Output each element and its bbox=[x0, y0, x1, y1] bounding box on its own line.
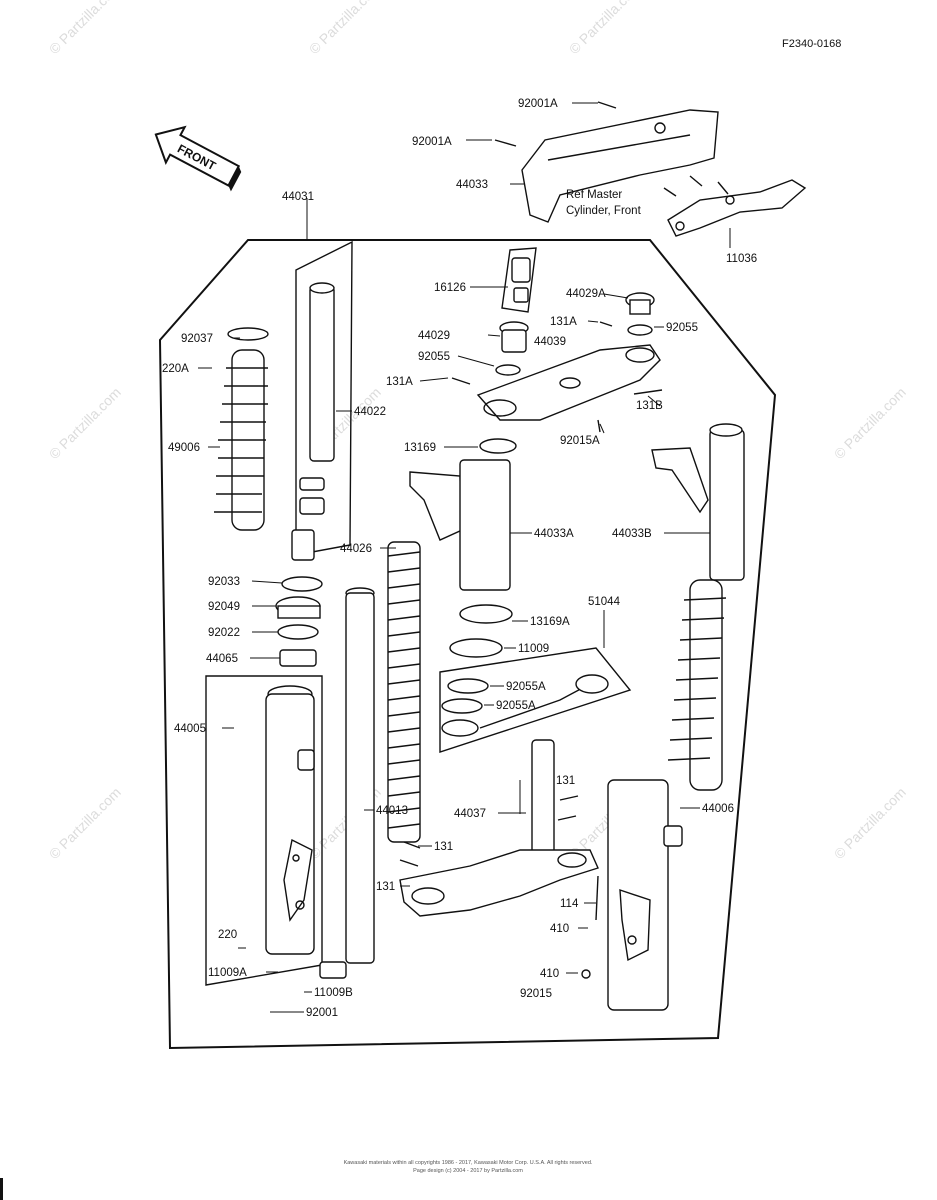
label-92001A: 92001A bbox=[412, 136, 452, 148]
label-92049: 92049 bbox=[208, 601, 240, 613]
footer-page-design: Page design (c) 2004 - 2017 by Partzilla… bbox=[413, 1168, 523, 1174]
label-92055: 92055 bbox=[666, 322, 698, 334]
label-92022: 92022 bbox=[208, 627, 240, 639]
watermark: © Partzilla.com bbox=[566, 0, 644, 57]
label-92015: 92015 bbox=[520, 988, 552, 1000]
label-410: 410 bbox=[540, 968, 559, 980]
label-44037: 44037 bbox=[454, 808, 486, 820]
label-131: 131 bbox=[376, 881, 395, 893]
label-92001A: 92001A bbox=[518, 98, 558, 110]
watermark: © Partzilla.com bbox=[46, 384, 124, 462]
stem-nut-box bbox=[501, 247, 537, 313]
edge-mark bbox=[0, 1178, 3, 1200]
label-44033A: 44033A bbox=[534, 528, 574, 540]
label-92015A: 92015A bbox=[560, 435, 600, 447]
label-44029: 44029 bbox=[418, 330, 450, 342]
assembly-outline bbox=[158, 239, 777, 1050]
label-44031: 44031 bbox=[282, 191, 314, 203]
label-131A: 131A bbox=[386, 376, 413, 388]
label-16126: 16126 bbox=[434, 282, 466, 294]
watermark: © Partzilla.com bbox=[831, 784, 909, 862]
label-11009: 11009 bbox=[518, 643, 549, 655]
label-44026: 44026 bbox=[340, 543, 372, 555]
label-131B: 131B bbox=[636, 400, 663, 412]
label-44033B: 44033B bbox=[612, 528, 652, 540]
label-92033: 92033 bbox=[208, 576, 240, 588]
fork-spring bbox=[387, 541, 421, 843]
label-44006: 44006 bbox=[702, 803, 734, 815]
label-131: 131 bbox=[556, 775, 575, 787]
label-44039: 44039 bbox=[534, 336, 566, 348]
upper-fork-clamp bbox=[451, 292, 663, 433]
label-11009B: 11009B bbox=[314, 987, 353, 999]
steering-stem bbox=[399, 739, 599, 921]
label-49006: 49006 bbox=[168, 442, 200, 454]
label-51044: 51044 bbox=[588, 596, 621, 608]
label-114: 114 bbox=[560, 898, 579, 910]
watermark: © Partzilla.com bbox=[831, 384, 909, 462]
label-13169: 13169 bbox=[404, 442, 436, 454]
damper-rod bbox=[319, 587, 375, 979]
watermark: © Partzilla.com bbox=[46, 784, 124, 862]
label-92037: 92037 bbox=[181, 333, 213, 345]
label-44005: 44005 bbox=[174, 723, 206, 735]
brake-hose-box bbox=[439, 647, 632, 753]
label-44029A: 44029A bbox=[566, 288, 606, 300]
handlebar-holder bbox=[494, 101, 719, 223]
label-131: 131 bbox=[434, 841, 453, 853]
diagram-code: F2340-0168 bbox=[782, 38, 841, 50]
seal-stack bbox=[275, 576, 323, 667]
label-410: 410 bbox=[550, 923, 569, 935]
left-outer-tube bbox=[265, 685, 315, 955]
label-131A: 131A bbox=[550, 316, 577, 328]
ref-note-line1: Ref Master bbox=[566, 189, 622, 201]
front-arrow: FRONT bbox=[154, 125, 242, 192]
label-13169A: 13169A bbox=[530, 616, 570, 628]
stem-head-nut bbox=[495, 321, 529, 376]
leader-lines bbox=[198, 102, 731, 1013]
label-11036: 11036 bbox=[726, 253, 757, 265]
footer-copyright: Kawasaki materials within all copyrights… bbox=[344, 1160, 593, 1166]
label-44033: 44033 bbox=[456, 179, 488, 191]
meter-bracket bbox=[663, 175, 807, 237]
ref-note-line2: Cylinder, Front bbox=[566, 205, 642, 217]
headlight-bracket-left bbox=[409, 438, 517, 658]
label-220: 220 bbox=[218, 929, 237, 941]
label-92055A: 92055A bbox=[496, 700, 536, 712]
right-fork bbox=[581, 423, 745, 1011]
label-44065: 44065 bbox=[206, 653, 238, 665]
inner-tube bbox=[291, 282, 335, 561]
brake-hose-parts bbox=[441, 674, 609, 737]
label-92055: 92055 bbox=[418, 351, 450, 363]
label-92001: 92001 bbox=[306, 1007, 338, 1019]
part-labels: 92001A 92001A 44033 Ref Master Cylinder,… bbox=[162, 98, 757, 1019]
label-220A: 220A bbox=[162, 363, 189, 375]
label-11009A: 11009A bbox=[208, 967, 247, 979]
label-44013: 44013 bbox=[376, 805, 408, 817]
inner-tube-box bbox=[295, 240, 353, 556]
watermark: © Partzilla.com bbox=[306, 0, 384, 57]
watermark: © Partzilla.com bbox=[46, 0, 124, 57]
label-92055A: 92055A bbox=[506, 681, 546, 693]
dust-boot bbox=[214, 327, 269, 531]
label-44022: 44022 bbox=[354, 406, 386, 418]
